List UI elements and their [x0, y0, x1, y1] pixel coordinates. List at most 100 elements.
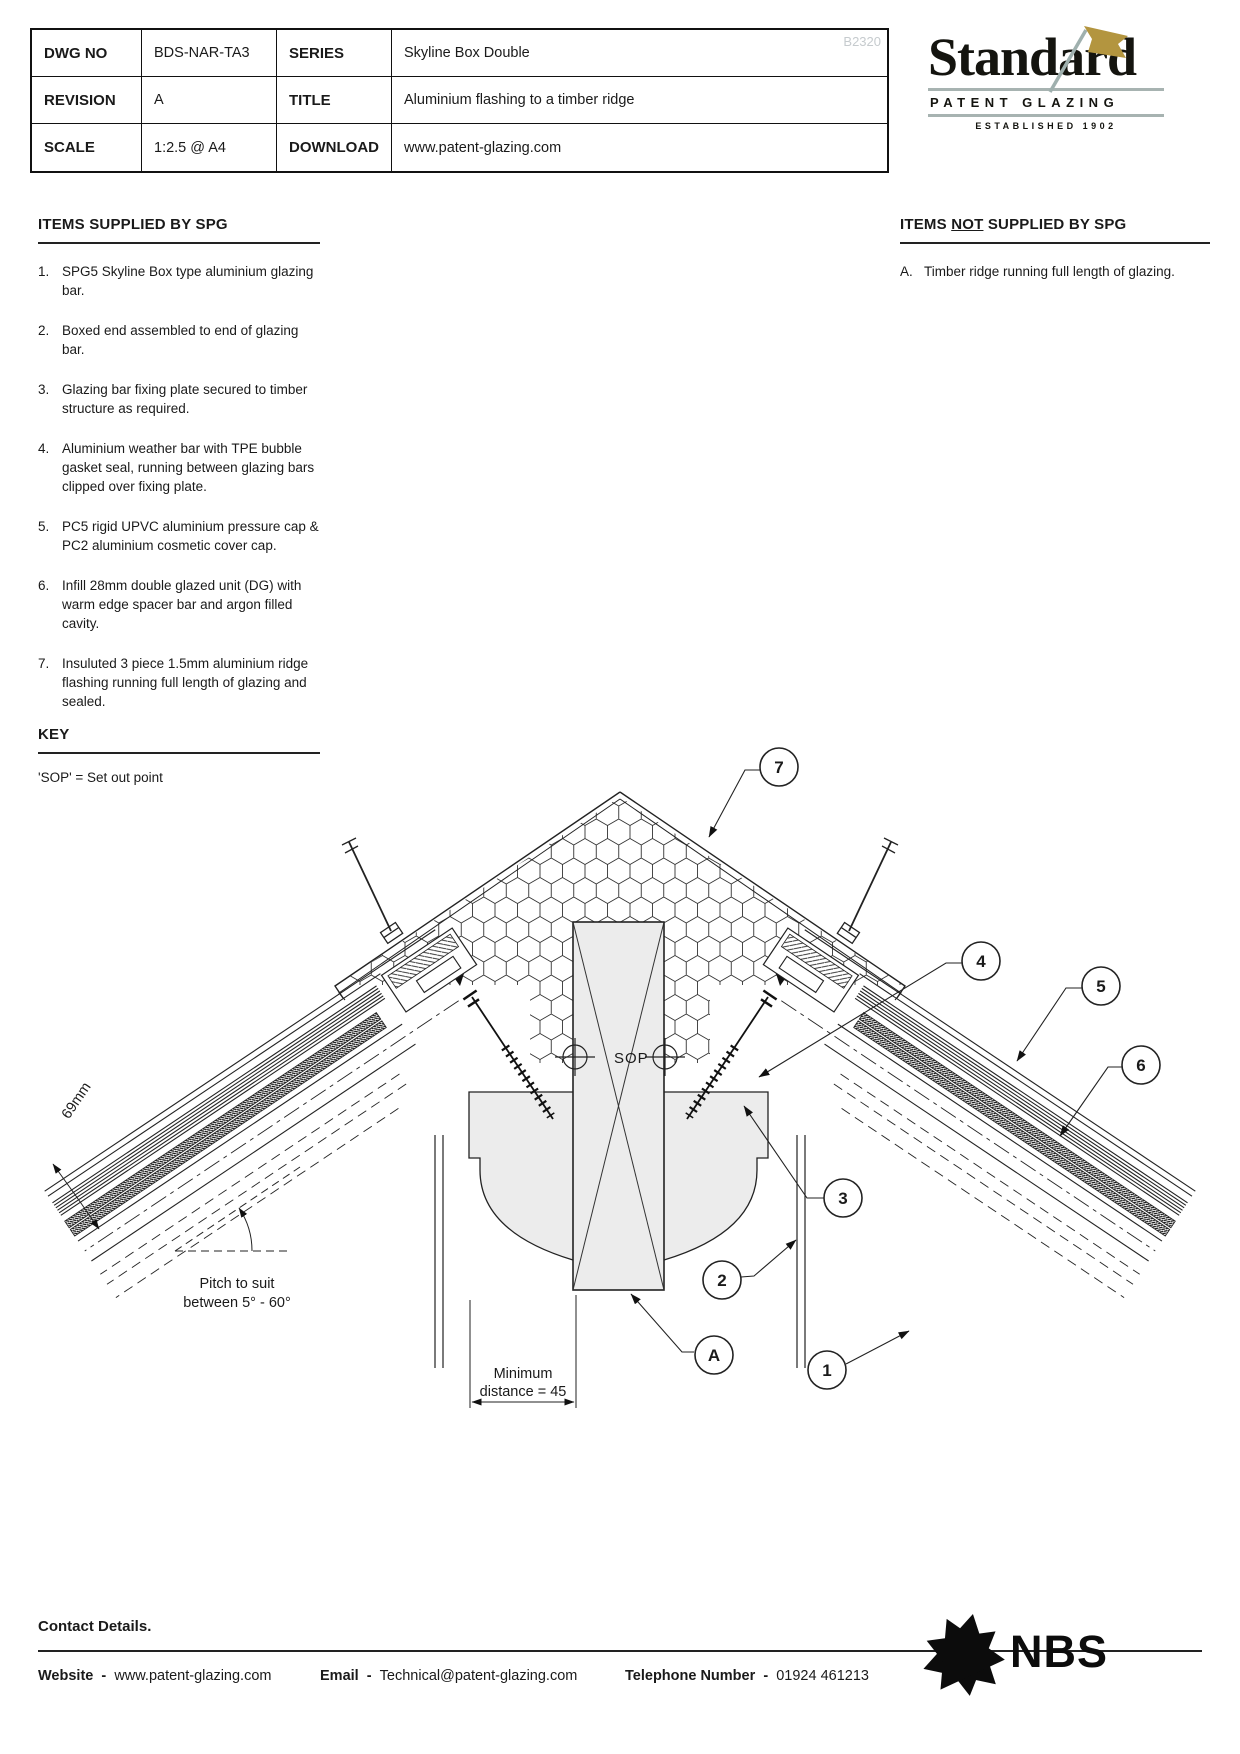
email-link[interactable]: Technical@patent-glazing.com — [379, 1668, 578, 1684]
company-logo: Standard PATENT GLAZING ESTABLISHED 1902 — [928, 26, 1164, 131]
separator: - — [763, 1668, 769, 1684]
detail-drawing: SOP 69mm Minimum distance = 45 Pitch to … — [0, 747, 1240, 1408]
callout-balloons: 7 4 5 6 3 2 A — [630, 747, 1161, 1390]
phone-label: Telephone Number — [625, 1668, 756, 1684]
separator: - — [366, 1668, 372, 1684]
download-label: DOWNLOAD — [277, 124, 392, 171]
key-section: KEY 'SOP' = Set out point — [38, 726, 320, 785]
item-number: A. — [900, 263, 913, 279]
revision-value: A — [142, 77, 277, 124]
sheet-watermark: B2320 — [843, 34, 881, 49]
title-value: Aluminium flashing to a timber ridge — [392, 77, 887, 124]
list-item: A. Timber ridge running full length of gl… — [900, 262, 1210, 281]
items-not-supplied-rule — [900, 242, 1210, 244]
list-item: 6. Infill 28mm double glazed unit (DG) wi… — [38, 576, 320, 633]
dwg-no-value: BDS-NAR-TA3 — [142, 30, 277, 77]
balloon-label: 3 — [838, 1189, 847, 1208]
footer-rule — [38, 1650, 1202, 1652]
email-entry: Email - Technical@patent-glazing.com — [320, 1668, 577, 1684]
balloon-label: 7 — [774, 758, 783, 777]
item-number: 6. — [38, 577, 50, 593]
item-text: Insuluted 3 piece 1.5mm aluminium ridge … — [62, 655, 309, 709]
balloon-6: 6 — [1059, 1045, 1161, 1137]
key-rule — [38, 752, 320, 754]
balloon-3: 3 — [743, 1105, 863, 1218]
item-number: 7. — [38, 655, 50, 671]
logo-established: ESTABLISHED 1902 — [975, 121, 1117, 131]
phone-number: 01924 461213 — [776, 1668, 869, 1684]
dim-69-text: 69mm — [59, 1080, 95, 1122]
pitch-line1: Pitch to suit — [200, 1276, 275, 1292]
separator: - — [101, 1668, 107, 1684]
balloon-A: A — [630, 1293, 734, 1375]
key-note: 'SOP' = Set out point — [38, 769, 163, 785]
flag-icon — [1048, 26, 1128, 93]
series-label: SERIES — [277, 30, 392, 77]
item-number: 4. — [38, 440, 50, 456]
list-item: 1. SPG5 Skyline Box type aluminium glazin… — [38, 262, 320, 300]
items-supplied-section: ITEMS SUPPLIED BY SPG 1. SPG5 Skyline Box… — [38, 216, 320, 732]
items-not-supplied-heading: ITEMS NOT SUPPLIED BY SPG — [900, 216, 1210, 233]
dwg-no-label: DWG NO — [32, 30, 142, 77]
item-text: Infill 28mm double glazed unit (DG) with… — [62, 577, 302, 631]
email-label: Email — [320, 1668, 359, 1684]
items-not-supplied-list: A. Timber ridge running full length of gl… — [900, 262, 1210, 281]
item-text: Timber ridge running full length of glaz… — [924, 263, 1175, 279]
heading-pre: ITEMS — [900, 216, 952, 233]
list-item: 3. Glazing bar fixing plate secured to ti… — [38, 380, 320, 418]
item-number: 2. — [38, 322, 50, 338]
min-dist-line2: distance = 45 — [480, 1384, 567, 1400]
list-item: 4. Aluminium weather bar with TPE bubble … — [38, 439, 320, 496]
title-label: TITLE — [277, 77, 392, 124]
phone-entry: Telephone Number - 01924 461213 — [625, 1668, 869, 1684]
dimension-min-distance: Minimum distance = 45 — [469, 1295, 577, 1408]
heading-not: NOT — [951, 216, 984, 233]
items-not-supplied-section: ITEMS NOT SUPPLIED BY SPG A. Timber ridge… — [900, 216, 1210, 302]
series-value: Skyline Box Double — [392, 30, 887, 77]
nbs-logo-text: NBS — [1010, 1626, 1109, 1677]
website-link[interactable]: www.patent-glazing.com — [114, 1668, 272, 1684]
balloon-4: 4 — [758, 941, 1001, 1078]
pitch-line2: between 5° - 60° — [183, 1295, 291, 1311]
balloon-label: 4 — [976, 952, 986, 971]
item-number: 3. — [38, 381, 50, 397]
min-dist-line1: Minimum — [494, 1366, 553, 1382]
timber-ridge-board — [572, 921, 665, 1291]
scale-label: SCALE — [32, 124, 142, 171]
contact-details-heading: Contact Details. — [38, 1618, 152, 1635]
item-number: 5. — [38, 518, 50, 534]
balloon-label: 1 — [822, 1361, 831, 1380]
items-supplied-rule — [38, 242, 320, 244]
balloon-7: 7 — [708, 747, 799, 838]
revision-label: REVISION — [32, 77, 142, 124]
item-text: PC5 rigid UPVC aluminium pressure cap & … — [62, 518, 319, 553]
title-block: DWG NO BDS-NAR-TA3 SERIES Skyline Box Do… — [30, 28, 889, 173]
nbs-star-icon — [923, 1613, 1005, 1696]
flashing-insulation — [337, 797, 903, 1063]
balloon-5: 5 — [1016, 966, 1121, 1062]
items-supplied-heading: ITEMS SUPPLIED BY SPG — [38, 216, 228, 233]
item-text: SPG5 Skyline Box type aluminium glazing … — [62, 263, 314, 298]
balloon-label: 5 — [1096, 977, 1105, 996]
balloon-label: 2 — [717, 1271, 726, 1290]
key-heading: KEY — [38, 726, 70, 743]
download-url[interactable]: www.patent-glazing.com — [404, 139, 562, 156]
scale-value: 1:2.5 @ A4 — [142, 124, 277, 171]
balloon-2: 2 — [702, 1239, 797, 1300]
item-text: Aluminium weather bar with TPE bubble ga… — [62, 440, 315, 494]
items-supplied-list: 1. SPG5 Skyline Box type aluminium glazin… — [38, 262, 320, 711]
logo-subtitle: PATENT GLAZING — [930, 95, 1120, 110]
pitch-annotation: Pitch to suit between 5° - 60° — [174, 1166, 301, 1311]
website-label: Website — [38, 1668, 94, 1684]
balloon-label: 6 — [1136, 1056, 1145, 1075]
item-text: Glazing bar fixing plate secured to timb… — [62, 381, 308, 416]
list-item: 5. PC5 rigid UPVC aluminium pressure cap … — [38, 517, 320, 555]
item-number: 1. — [38, 263, 50, 279]
logo-rule-bottom — [928, 114, 1164, 117]
sop-label: SOP — [614, 1050, 649, 1067]
logo-rule-top — [928, 88, 1164, 91]
list-item: 2. Boxed end assembled to end of glazing … — [38, 321, 320, 359]
item-text: Boxed end assembled to end of glazing ba… — [62, 322, 299, 357]
balloon-label: A — [708, 1346, 720, 1365]
list-item: 7. Insuluted 3 piece 1.5mm aluminium ridg… — [38, 654, 320, 711]
